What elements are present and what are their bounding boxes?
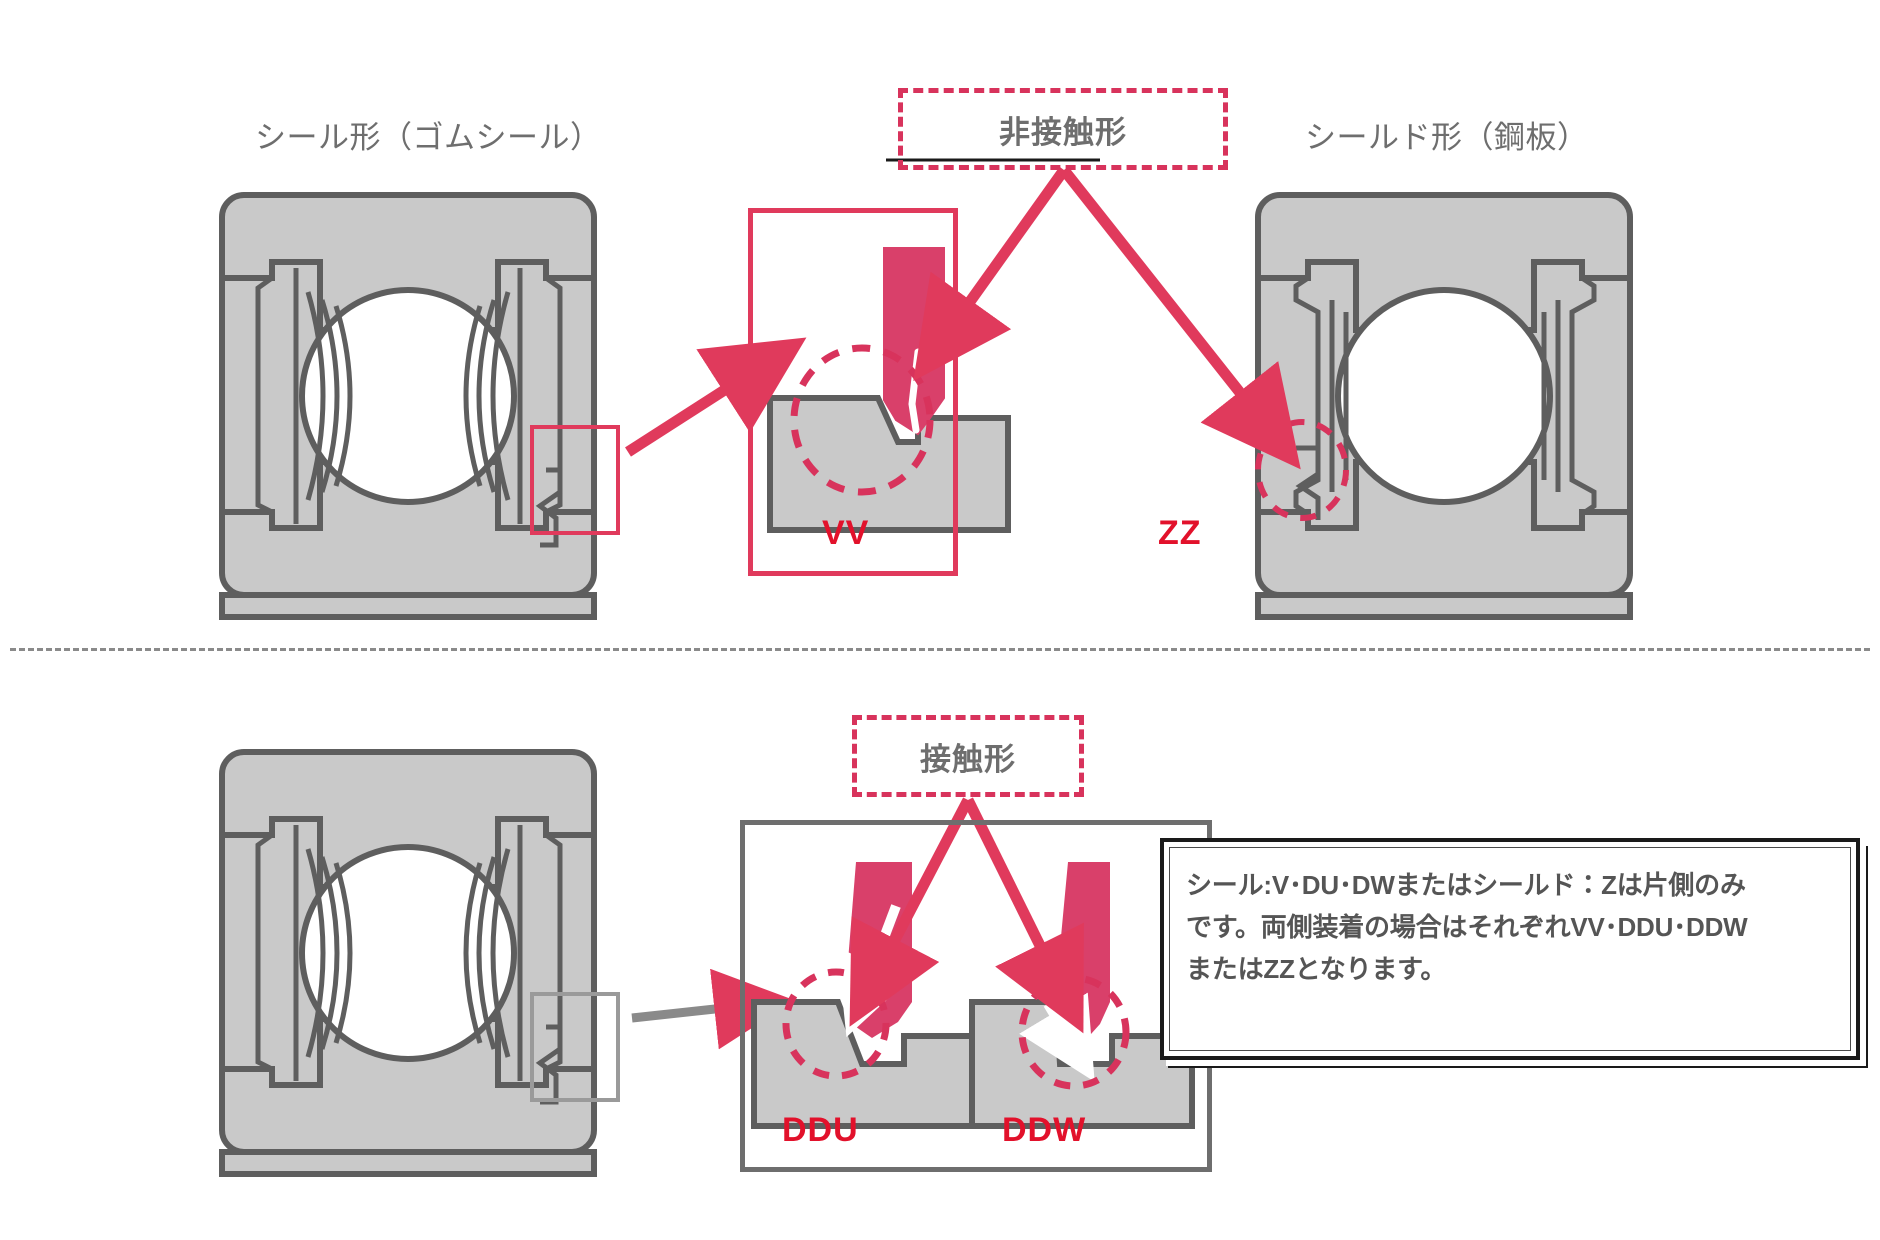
- note-line-3: またはZZとなります。: [1186, 954, 1447, 985]
- callout-non-contact[interactable]: 非接触形: [898, 88, 1228, 170]
- arrow-gray-icon: [631, 968, 795, 1050]
- bearing-contact-sealed-crosssection: [219, 749, 597, 1177]
- code-label-zz: ZZ: [1158, 514, 1202, 552]
- caption-shield-type: シールド形（鋼板）: [1305, 120, 1589, 155]
- locator-box-contact-seal[interactable]: [530, 992, 620, 1102]
- note-line-2: です。両側装着の場合はそれぞれVV･DDU･DDW: [1186, 912, 1748, 943]
- detail-frame-vv[interactable]: [748, 208, 958, 576]
- section-divider: [10, 648, 1870, 651]
- dashed-circle-highlight-icon: [1255, 419, 1349, 521]
- code-label-ddu: DDU: [782, 1111, 859, 1149]
- note-box: シール:V･DU･DWまたはシールド：Zは片側のみ です。両側装着の場合はそれぞ…: [1160, 838, 1860, 1060]
- note-box-inner: シール:V･DU･DWまたはシールド：Zは片側のみ です。両側装着の場合はそれぞ…: [1169, 847, 1851, 1051]
- arrow-crimson-icon: [1059, 166, 1301, 470]
- bearing-shielded-crosssection: [1255, 192, 1633, 620]
- arrow-crimson-icon: [625, 337, 807, 457]
- code-label-vv: VV: [822, 514, 870, 552]
- bearing-sealed-crosssection: [219, 192, 597, 620]
- note-line-1: シール:V･DU･DWまたはシールド：Zは片側のみ: [1186, 870, 1746, 900]
- arrow-crimson-icon: [913, 166, 1069, 381]
- code-label-ddw: DDW: [1002, 1111, 1087, 1149]
- caption-seal-type: シール形（ゴムシール）: [255, 120, 602, 155]
- locator-box-seal[interactable]: [530, 425, 620, 535]
- callout-non-contact-label: 非接触形: [999, 114, 1127, 150]
- callout-contact-label: 接触形: [920, 741, 1016, 777]
- callout-contact[interactable]: 接触形: [852, 715, 1084, 797]
